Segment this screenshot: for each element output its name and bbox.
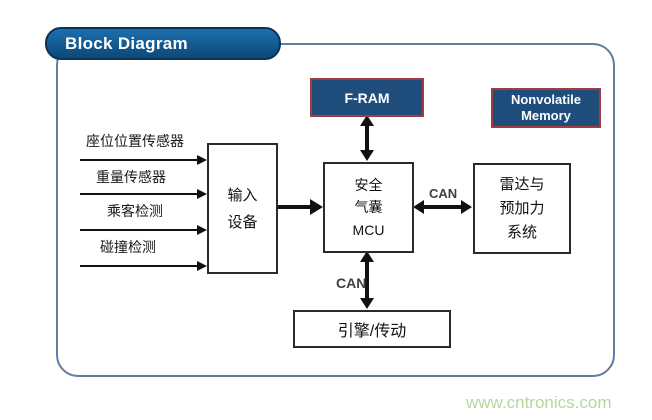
- engine-transmission-box: 引擎/传动: [293, 310, 451, 348]
- arrow-collision-detection-icon: [80, 261, 207, 271]
- arrow-mcu-radar-icon: [413, 200, 472, 214]
- nonvolatile-memory-box: Nonvolatile Memory: [491, 88, 601, 128]
- sensor-label-collision-detection: 碰撞检测: [100, 239, 156, 255]
- arrow-input-to-mcu-icon: [278, 199, 323, 215]
- arrow-passenger-detection-icon: [80, 225, 207, 235]
- sensor-label-seat-position: 座位位置传感器: [86, 133, 184, 149]
- arrow-seat-position-icon: [80, 155, 207, 165]
- radar-pretension-box: 雷达与 预加力 系统: [473, 163, 571, 254]
- can-label-right: CAN: [429, 186, 458, 201]
- arrow-mcu-engine-icon: [360, 251, 374, 309]
- input-device-box: 输入 设备: [207, 143, 278, 274]
- arrow-mcu-fram-icon: [360, 115, 374, 161]
- sensor-label-passenger-detection: 乘客检测: [107, 203, 163, 219]
- diagram-title: Block Diagram: [45, 27, 281, 60]
- arrow-weight-sensor-icon: [80, 189, 207, 199]
- fram-box: F-RAM: [310, 78, 424, 117]
- sensor-label-weight-sensor: 重量传感器: [96, 169, 166, 185]
- airbag-mcu-box: 安全 气囊 MCU: [323, 162, 414, 253]
- can-label-bottom: CAN: [336, 275, 367, 291]
- watermark-text: www.cntronics.com: [466, 393, 612, 412]
